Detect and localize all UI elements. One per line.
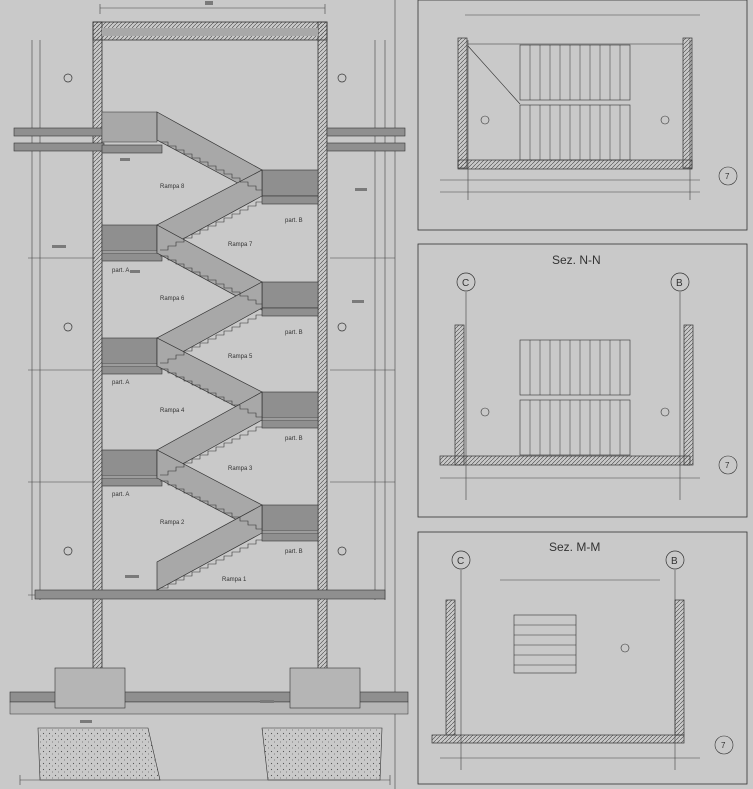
- part-b-label: part. B: [285, 436, 303, 442]
- ramp-label-1: Rampa 1: [222, 577, 247, 583]
- plan-nn-panel: Sez. N-N C B 7: [417, 243, 748, 518]
- ramp-label-4: Rampa 4: [160, 408, 185, 414]
- axis-label-c: C: [457, 556, 464, 567]
- section-title: Sez. M-M: [549, 540, 600, 554]
- grid-label: 7: [725, 461, 730, 470]
- grid-label: 7: [725, 172, 730, 181]
- axis-label-b: B: [671, 556, 678, 567]
- part-a-label: part. A: [112, 492, 129, 498]
- ramp-label-2: Rampa 2: [160, 520, 185, 526]
- plan-top-panel: 7: [417, 0, 748, 231]
- ramp-labels: Rampa 8 Rampa 7 Rampa 6 Rampa 5 Rampa 4 …: [112, 184, 303, 583]
- ramp-label-5: Rampa 5: [228, 354, 253, 360]
- ramp-label-6: Rampa 6: [160, 296, 185, 302]
- section-title: Sez. N-N: [552, 253, 601, 267]
- ramp-label-7: Rampa 7: [228, 242, 253, 248]
- stair-treads: [514, 45, 621, 666]
- axis-label-c: C: [462, 278, 469, 289]
- part-a-label: part. A: [112, 380, 129, 386]
- part-a-label: part. A: [112, 268, 129, 274]
- stair-section-view: [9, 0, 409, 789]
- plan-mm-panel: Sez. M-M C B 7: [417, 531, 748, 785]
- part-b-label: part. B: [285, 549, 303, 555]
- axis-label-b: B: [676, 278, 683, 289]
- grid-label: 7: [721, 741, 726, 750]
- part-b-label: part. B: [285, 218, 303, 224]
- ramp-label-8: Rampa 8: [160, 184, 185, 190]
- ramp-label-3: Rampa 3: [228, 466, 253, 472]
- part-b-label: part. B: [285, 330, 303, 336]
